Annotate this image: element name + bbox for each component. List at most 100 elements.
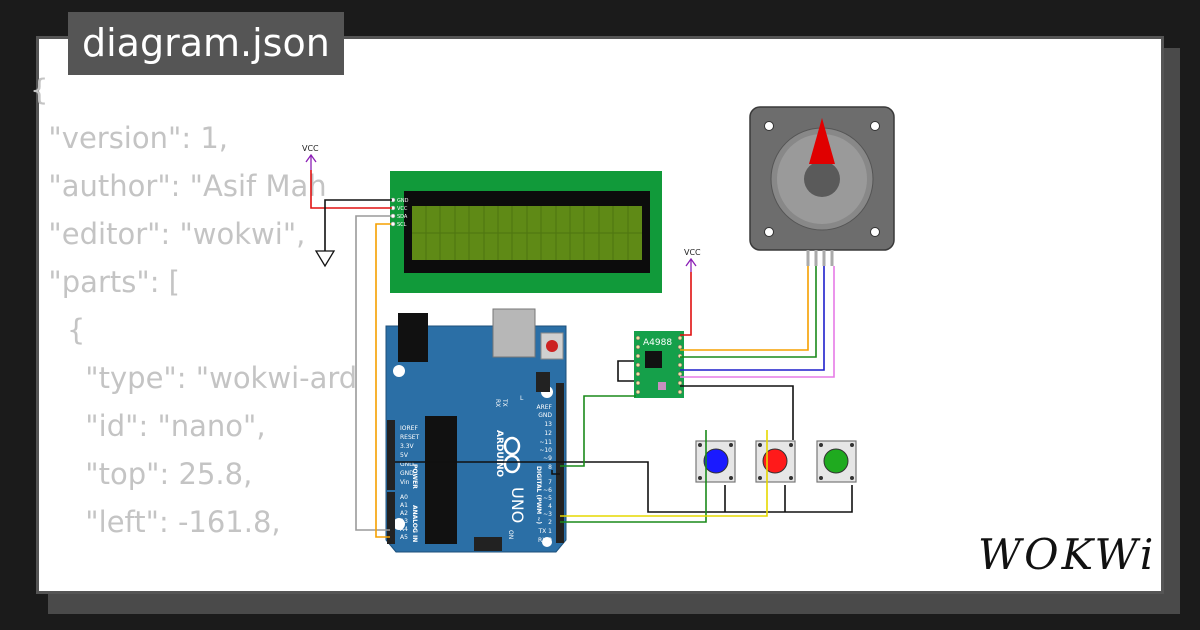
motor-screw xyxy=(870,121,880,131)
wire-motor-orange xyxy=(680,266,809,351)
code-line: { xyxy=(30,313,86,347)
wire-motor-green xyxy=(680,266,817,358)
analog-pin-label: A2 xyxy=(400,510,408,517)
reset-button[interactable] xyxy=(546,340,558,352)
push-button-green[interactable] xyxy=(816,440,857,483)
button-cap-red[interactable] xyxy=(762,448,788,474)
lcd-pin-sda-label: SDA xyxy=(397,214,408,220)
driver-label: A4988 xyxy=(643,338,672,348)
wire-btn-red-yellow xyxy=(560,430,768,517)
l-led-label: L xyxy=(520,395,524,402)
usb-connector xyxy=(492,308,536,358)
motor-screw xyxy=(764,121,774,131)
code-line: "top": 25.8, xyxy=(30,457,253,491)
digital-header xyxy=(556,383,564,543)
code-line: "parts": [ xyxy=(30,265,180,299)
on-label: ON xyxy=(507,530,514,539)
power-header-label: POWER xyxy=(411,464,418,489)
digital-pin-label: AREF xyxy=(536,404,552,411)
digital-pin-label: ~5 xyxy=(543,495,552,502)
digital-pin-label: ~11 xyxy=(539,439,552,446)
tx-label: TX xyxy=(501,398,508,407)
digital-pin-label: 4 xyxy=(548,503,552,510)
power-pin-label: 5V xyxy=(400,452,409,459)
rx-label: RX xyxy=(494,399,501,407)
mount-hole xyxy=(393,365,405,377)
atmega-chip xyxy=(425,416,457,544)
wire-gnd-black xyxy=(324,199,392,251)
push-button-blue[interactable] xyxy=(695,440,736,483)
digital-pin-label: 7 xyxy=(548,479,552,486)
power-pin-label: 3.3V xyxy=(400,443,415,450)
power-header xyxy=(387,420,395,490)
icsp-header-2 xyxy=(474,537,502,551)
code-line: "left": -161.8, xyxy=(30,505,281,539)
mount-hole xyxy=(393,518,405,530)
analog-pin-label: A0 xyxy=(400,494,408,501)
motor-leads xyxy=(806,250,834,266)
infinity-logo xyxy=(503,436,521,474)
wire-btn-blue-green xyxy=(560,430,707,523)
analog-pin-label: A3 xyxy=(400,518,408,525)
analog-pin-label: A1 xyxy=(400,502,408,509)
button-cap-green[interactable] xyxy=(823,448,849,474)
code-line: "version": 1, xyxy=(30,121,228,155)
wire-driver-gnd xyxy=(617,360,634,382)
diagram-card xyxy=(36,36,1164,594)
motor-pointer xyxy=(809,118,835,164)
power-jack xyxy=(398,313,428,362)
driver-chip xyxy=(645,351,662,368)
code-line: "editor": "wokwi", xyxy=(30,217,306,251)
digital-pin-label: 13 xyxy=(544,421,552,428)
wires xyxy=(310,170,853,538)
lcd-char-grid xyxy=(412,206,642,260)
analog-header-label: ANALOG IN xyxy=(411,505,418,542)
arduino-uno[interactable]: IOREF RESET 3.3V 5V GND GND Vin A0 A1 A2… xyxy=(385,308,567,553)
lcd-module[interactable]: GND VCC SDA SCL xyxy=(390,171,662,293)
wire-vcc-red xyxy=(310,170,392,209)
stepper-motor[interactable] xyxy=(749,106,895,266)
power-pin-label: RESET xyxy=(400,434,420,441)
wire-scl-orange xyxy=(375,223,391,538)
lcd-pin-vcc-label: VCC xyxy=(397,206,408,212)
mount-hole xyxy=(542,537,552,547)
power-pin-label: GND xyxy=(400,470,414,477)
vcc-label: VCC xyxy=(302,144,319,153)
icsp-header xyxy=(536,372,550,392)
motor-screw xyxy=(764,227,774,237)
analog-pin-label: A4 xyxy=(400,526,408,533)
vcc-symbol-lcd: VCC xyxy=(302,144,319,170)
wire-motor-blue xyxy=(680,266,825,371)
file-tab[interactable]: diagram.json xyxy=(68,12,344,75)
ground-symbol xyxy=(314,250,336,268)
wire-motor-pink xyxy=(680,266,835,378)
lcd-pin-gnd-label: GND xyxy=(397,198,409,204)
button-cap-blue[interactable] xyxy=(703,448,729,474)
driver-pins xyxy=(635,335,683,395)
arduino-model: UNO xyxy=(508,487,527,523)
digital-pin-label: 2 xyxy=(548,519,552,526)
power-pin-label: GND xyxy=(400,461,414,468)
wokwi-logo: WOKWi xyxy=(978,530,1157,579)
power-pin-label: IOREF xyxy=(400,425,418,432)
code-line: "type": "wokwi-ard xyxy=(30,361,358,395)
wire-sda-gray xyxy=(355,215,391,531)
digital-pin-label: ~9 xyxy=(543,455,552,462)
wire-d8-black xyxy=(551,470,560,475)
push-button-red[interactable] xyxy=(755,440,796,483)
code-line: "id": "nano", xyxy=(30,409,266,443)
wire-driver-step xyxy=(560,395,636,467)
vcc-symbol-driver: VCC xyxy=(684,248,701,272)
analog-pin-label: A5 xyxy=(400,534,408,541)
digital-pin-label: TX 1 xyxy=(538,528,553,535)
digital-pin-label: ~3 xyxy=(543,511,552,518)
lcd-pin-scl-label: SCL xyxy=(397,222,407,228)
driver-pot xyxy=(658,382,666,390)
motor-shaft xyxy=(804,161,840,197)
vcc-label: VCC xyxy=(684,248,701,257)
wire-5v-black xyxy=(395,461,853,513)
code-line: { xyxy=(30,73,49,107)
a4988-driver[interactable]: A4988 xyxy=(634,331,684,398)
wire-driver-black xyxy=(680,385,794,440)
